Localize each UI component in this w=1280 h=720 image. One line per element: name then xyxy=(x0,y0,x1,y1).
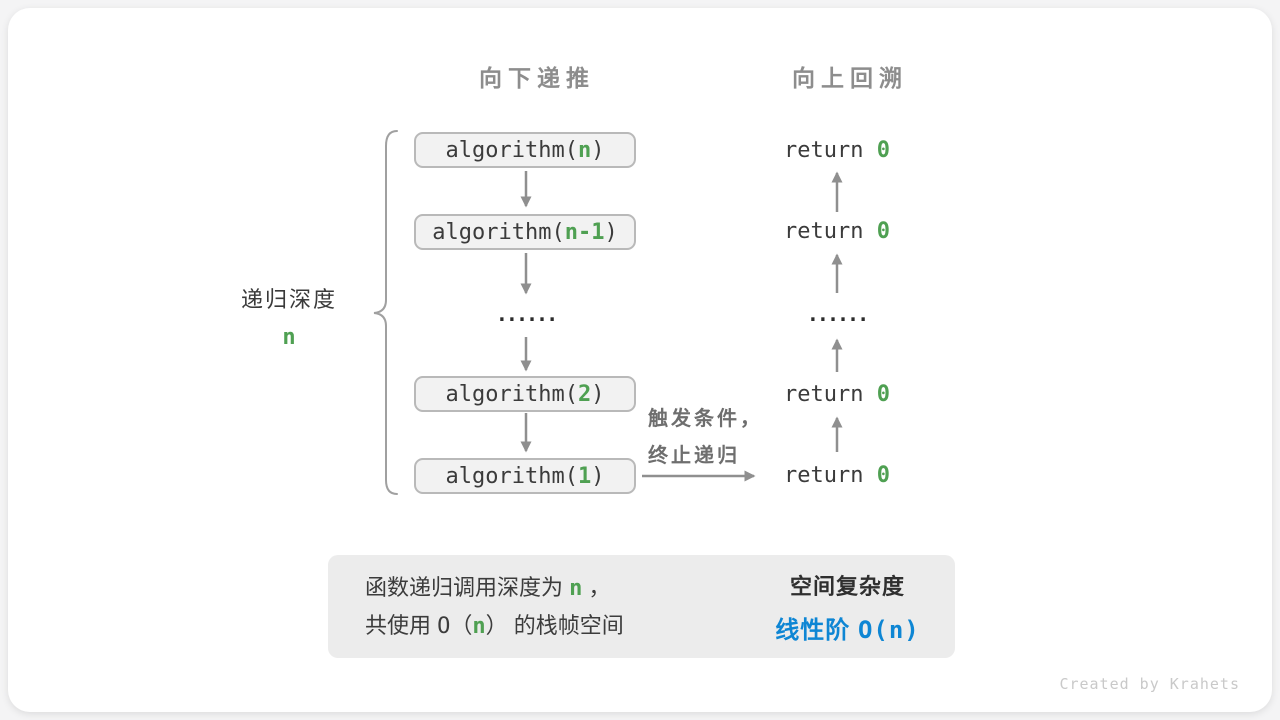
return-value: 0 xyxy=(876,382,890,407)
depth-label: 递归深度 n xyxy=(199,282,379,350)
return-value: 0 xyxy=(876,219,890,244)
termination-note-line2: 终止递归 xyxy=(648,445,740,467)
summary-var-n: n xyxy=(569,575,583,601)
complexity-value: 线性阶 O(n) xyxy=(775,615,920,644)
depth-label-text: 递归深度 xyxy=(240,287,337,312)
ellipsis-recurse: ...... xyxy=(495,302,558,326)
depth-value: n xyxy=(282,325,296,350)
call-box-n-1: algorithm(n-1) xyxy=(414,214,636,250)
return-value: 0 xyxy=(876,463,890,488)
summary-panel: 函数递归调用深度为 n ， 共使用 O（n） 的栈帧空间 空间复杂度 线性阶 O… xyxy=(328,555,955,658)
call-box-2: algorithm(2) xyxy=(414,376,636,412)
summary-line-1: 函数递归调用深度为 n ， xyxy=(365,574,611,601)
summary-text: 函数递归调用深度为 n ， 共使用 O（n） 的栈帧空间 xyxy=(365,555,624,658)
return-row-2: return 0 xyxy=(784,219,890,244)
big-o-notation: O(n) xyxy=(857,615,920,644)
return-value: 0 xyxy=(876,138,890,163)
complexity-result: 空间复杂度 线性阶 O(n) xyxy=(740,555,955,658)
header-recurse-down: 向下递推 xyxy=(479,65,595,91)
call-arg: n xyxy=(577,137,592,163)
call-box-1: algorithm(1) xyxy=(414,458,636,494)
call-arg: n-1 xyxy=(564,219,605,245)
termination-note-line1: 触发条件， xyxy=(648,408,763,430)
watermark-credit: Created by Krahets xyxy=(1059,675,1240,693)
complexity-title: 空间复杂度 xyxy=(789,573,905,599)
return-row-1: return 0 xyxy=(784,138,890,163)
summary-line-2: 共使用 O（n） 的栈帧空间 xyxy=(365,612,624,639)
return-row-3: return 0 xyxy=(784,382,890,407)
summary-var-n: n xyxy=(472,613,486,639)
call-arg: 2 xyxy=(577,381,592,407)
call-arg: 1 xyxy=(577,463,592,489)
call-box-n: algorithm(n) xyxy=(414,132,636,168)
header-backtrack-up: 向上回溯 xyxy=(792,65,908,91)
return-row-4: return 0 xyxy=(784,463,890,488)
ellipsis-backtrack: ...... xyxy=(806,302,869,326)
termination-note: 触发条件， 终止递归 xyxy=(648,401,763,475)
